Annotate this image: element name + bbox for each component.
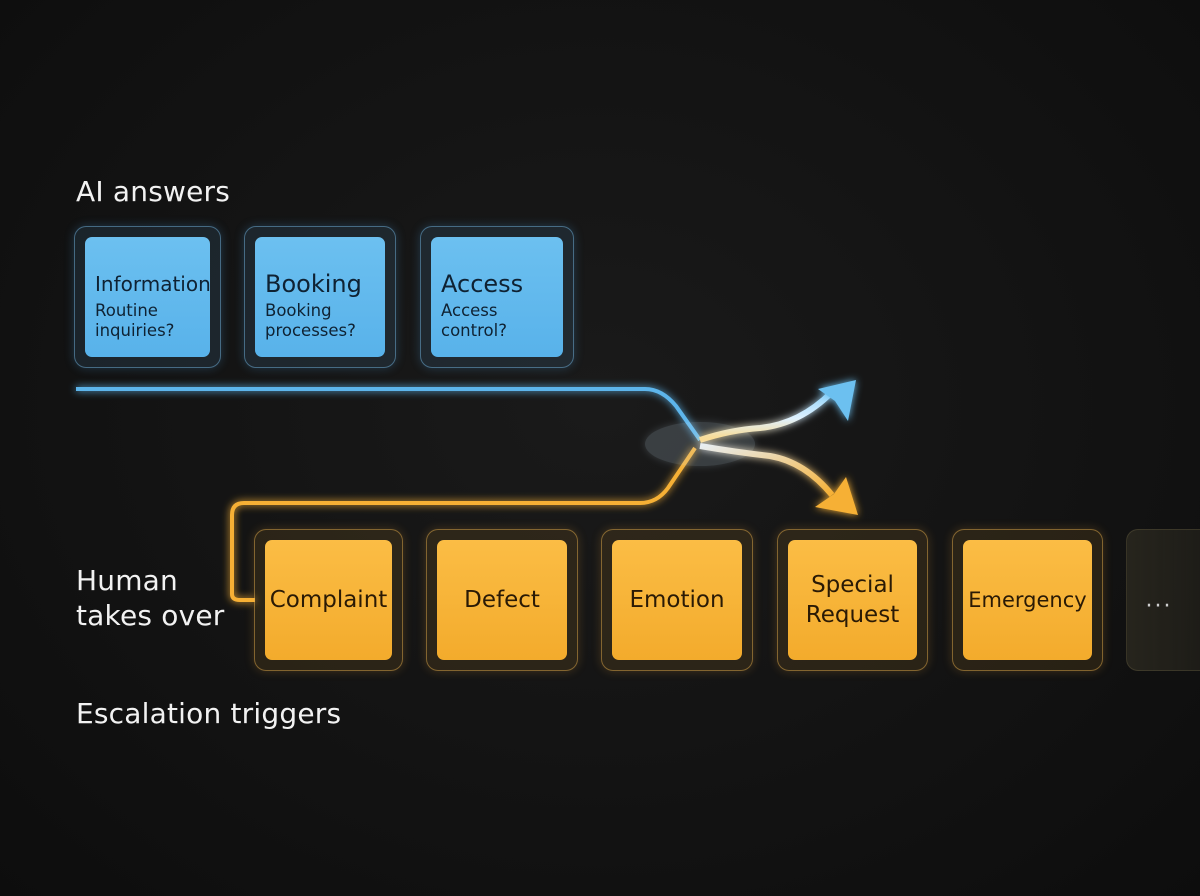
ai-tile-subtitle: Access control? (441, 301, 507, 340)
escalation-triggers-heading: Escalation triggers (76, 697, 342, 730)
escalation-tile-special-request: Special Request (777, 529, 928, 671)
escalation-tile-label: Emotion (612, 540, 742, 660)
escalation-tile-label: Defect (437, 540, 567, 660)
ai-tile-booking: Booking Booking processes? (244, 226, 396, 368)
ai-tile-information: Information Routine inquiries? (74, 226, 221, 368)
escalation-tile-label: Complaint (265, 540, 392, 660)
ai-tile-subtitle: Booking processes? (265, 301, 356, 340)
ai-flow-line (76, 387, 702, 442)
ai-branch-line (699, 389, 835, 443)
escalation-tile-label: Emergency (963, 540, 1092, 660)
escalation-tile-defect: Defect (426, 529, 578, 671)
escalation-tile-emotion: Emotion (601, 529, 753, 671)
escalation-tile-emergency: Emergency (952, 529, 1103, 671)
ai-tile-body: Information Routine inquiries? (85, 237, 211, 357)
escalation-arrow-head (815, 477, 858, 515)
ai-tile-body: Booking Booking processes? (255, 237, 385, 357)
ai-tile-subtitle: Routine inquiries? (95, 301, 175, 340)
ai-answers-heading: AI answers (76, 175, 231, 208)
ai-tile-access: Access Access control? (420, 226, 574, 368)
human-takes-over-label: Human takes over (76, 564, 225, 632)
escalation-tile-label: Special Request (788, 540, 917, 660)
ai-tile-title: Access (441, 270, 524, 298)
escalation-branch-line (699, 443, 835, 497)
more-triggers-tile: ... (1126, 529, 1200, 671)
escalation-flow-line (230, 446, 697, 602)
more-indicator: ... (1145, 587, 1173, 613)
ai-tile-body: Access Access control? (431, 237, 563, 357)
ai-tile-title: Information (95, 272, 211, 296)
escalation-tile-complaint: Complaint (254, 529, 403, 671)
ai-tile-title: Booking (265, 270, 362, 298)
ai-arrow-head (818, 380, 856, 421)
